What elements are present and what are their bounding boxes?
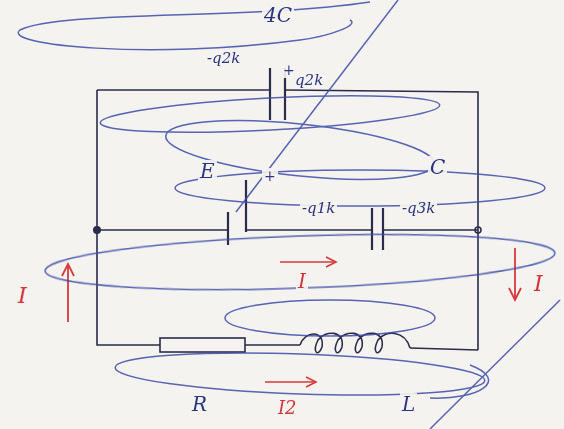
- wire: [97, 89, 270, 91]
- charge-label: -q3k: [400, 200, 437, 217]
- junction-dot: [93, 226, 101, 234]
- current-label: I2: [276, 398, 299, 418]
- capacitor-symbol: [372, 208, 383, 250]
- circuit-wires: [97, 90, 478, 350]
- wire: [246, 229, 372, 231]
- inductor-label: L: [400, 393, 417, 415]
- scribble: [18, 0, 560, 429]
- current-arrow: [265, 257, 336, 387]
- capacitance-label: 4C: [262, 4, 294, 26]
- wire: [97, 90, 160, 345]
- wire: [245, 344, 300, 346]
- polarity-sign: +: [262, 168, 278, 184]
- charge-label: q2k: [293, 72, 325, 89]
- current-label: I: [532, 272, 545, 296]
- resistor-label: R: [190, 393, 209, 415]
- emf-label: E: [198, 160, 217, 182]
- wire: [410, 348, 478, 350]
- current-arrow: [509, 248, 521, 300]
- current-label: I: [16, 284, 29, 308]
- capacitance-label: C: [428, 156, 447, 178]
- battery-symbol: [228, 180, 246, 245]
- current-label: I: [296, 270, 308, 292]
- resistor-symbol: [160, 338, 245, 352]
- wire: [97, 229, 228, 231]
- junction-dot: [475, 227, 481, 233]
- charge-label: -q1k: [300, 200, 337, 217]
- wire: [285, 90, 478, 350]
- current-arrow: [62, 264, 74, 322]
- charge-label: -q2k: [205, 50, 242, 67]
- wire: [383, 229, 478, 231]
